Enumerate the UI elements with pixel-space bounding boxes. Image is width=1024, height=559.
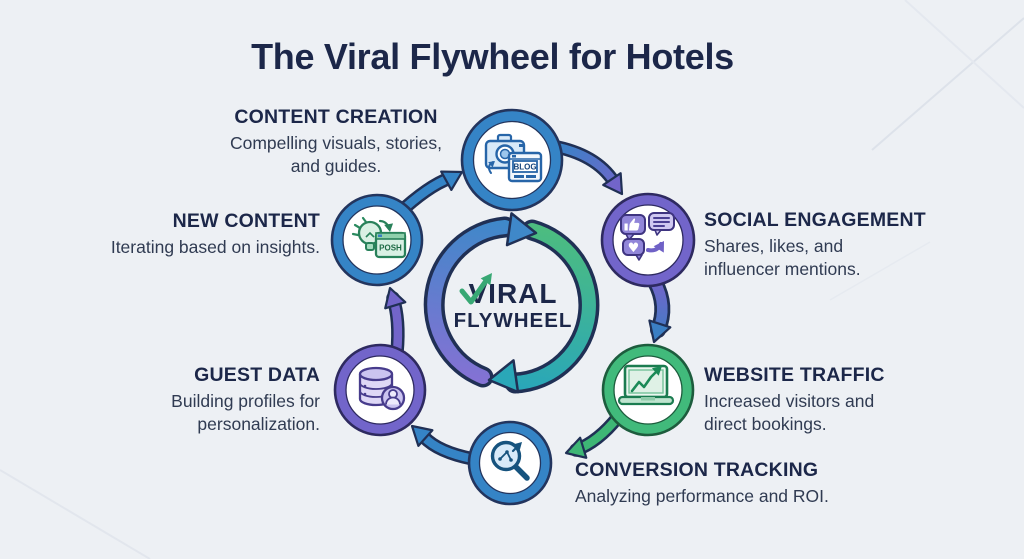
growth-arrow-icon [459, 273, 492, 305]
node-circle-social-engagement: ♥ [600, 192, 696, 288]
ring-arrowhead-bottom [487, 359, 520, 394]
blog-label: BLOG [513, 163, 536, 172]
node-circle-content-creation: BLOG [460, 108, 564, 212]
lightbulb-iterate-icon: POSH [351, 216, 407, 259]
laptop-growth-icon [617, 364, 675, 406]
node-circle-website-traffic [601, 343, 695, 437]
flywheel-ring [423, 212, 600, 394]
arrow-content-creation-to-social-engagement [545, 139, 624, 196]
social-reactions-icon: ♥ [620, 212, 675, 261]
heart-glyph: ♥ [628, 241, 640, 256]
node-circle-conversion-tracking [467, 420, 553, 506]
center-word-flywheel: FLYWHEEL [454, 309, 573, 332]
ring-arrowhead-top [505, 212, 538, 247]
arrow-guest-data-to-new-content [384, 286, 407, 359]
camera-blog-icon: BLOG [484, 133, 543, 183]
center-wordmark: VIRAL FLYWHEEL [454, 273, 573, 332]
arrow-website-traffic-to-conversion-tracking [564, 410, 625, 459]
database-person-icon [358, 366, 406, 411]
node-circle-guest-data [333, 343, 427, 437]
node-circle-new-content: POSH [330, 193, 424, 287]
magnifier-analytics-icon [490, 440, 530, 481]
arrow-conversion-tracking-to-guest-data [410, 424, 480, 466]
push-window-label: POSH [379, 244, 402, 253]
arrow-social-engagement-to-website-traffic [647, 274, 672, 344]
